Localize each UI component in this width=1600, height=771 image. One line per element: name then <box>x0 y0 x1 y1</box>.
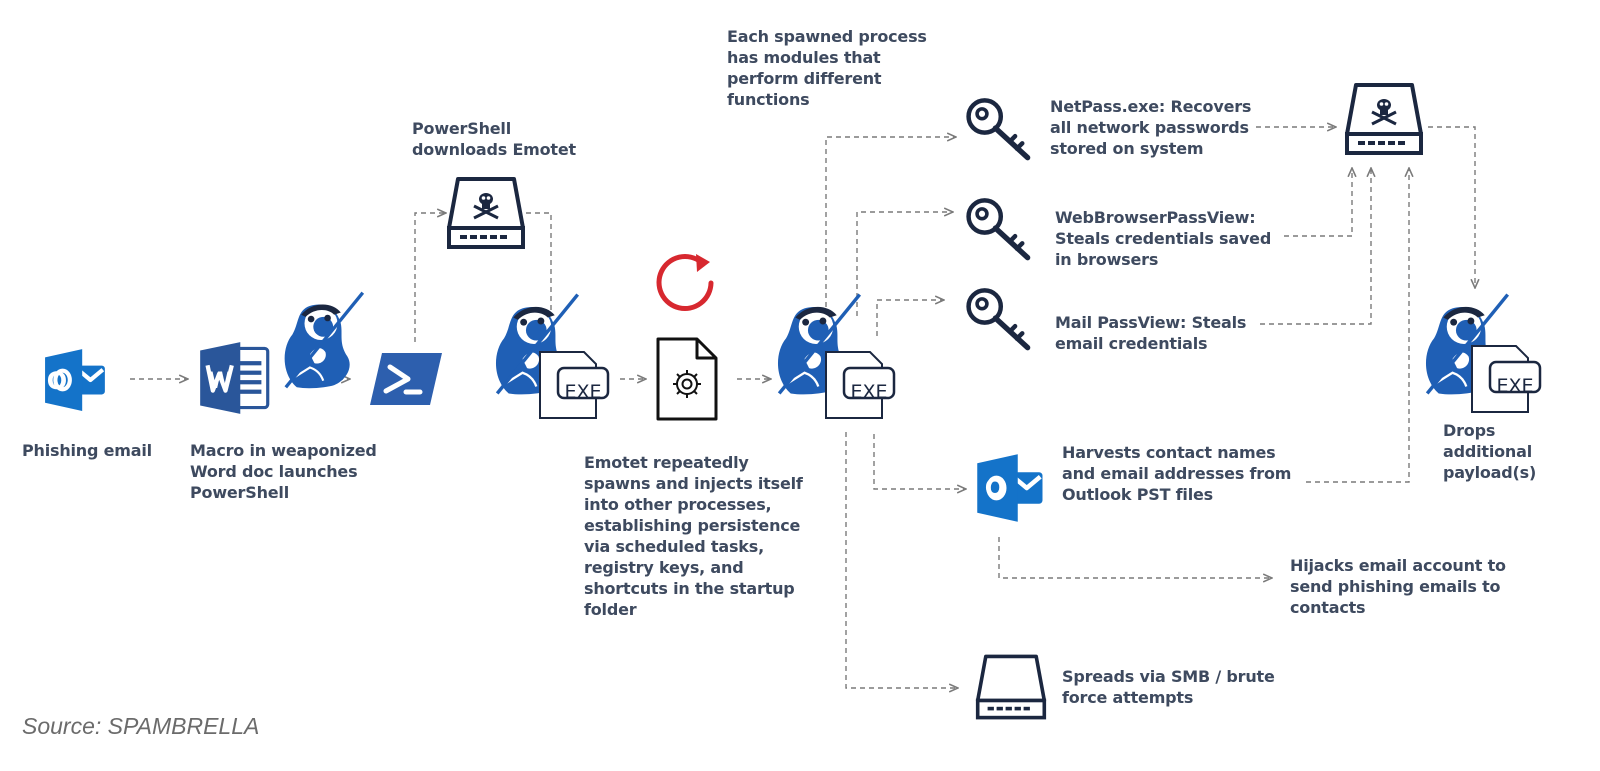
key-icon <box>969 200 1028 257</box>
label-harvests: Harvests contact names and email address… <box>1062 443 1292 504</box>
emotet-mascot-icon <box>282 291 365 390</box>
label-netpass: NetPass.exe: Recovers all network passwo… <box>1050 97 1252 158</box>
label-macro: Macro in weaponized Word doc launches Po… <box>190 441 377 502</box>
outlook-letter: O <box>985 474 1005 502</box>
malicious-server-icon <box>447 177 525 249</box>
label-webbrowserpassview: WebBrowserPassView: Steals credentials s… <box>1055 208 1272 269</box>
connector-harvest-to-server <box>1306 168 1409 483</box>
label-each-spawned: Each spawned process has modules that pe… <box>727 27 927 109</box>
connector-to-webbrowserpassview <box>856 212 953 316</box>
gear-document-icon <box>656 337 718 421</box>
key-icon <box>969 100 1028 157</box>
exe-label: EXE <box>1496 375 1533 397</box>
connector-mail-to-server <box>1260 168 1371 325</box>
word-letter: W <box>208 369 232 394</box>
label-hijacks: Hijacks email account to send phishing e… <box>1290 556 1506 617</box>
outlook-letter: O <box>47 367 67 395</box>
exe-file-icon: EXE <box>824 350 896 420</box>
source-caption: Source: SPAMBRELLA <box>22 713 260 739</box>
exe-file-icon: EXE <box>538 350 610 420</box>
label-mailpassview: Mail PassView: Steals email credentials <box>1055 313 1247 353</box>
drive-icon <box>975 654 1047 720</box>
connector-to-harvest <box>873 434 966 489</box>
connector-to-spreads <box>845 432 958 688</box>
connector-to-netpass <box>825 137 956 316</box>
exe-label: EXE <box>564 381 601 403</box>
connector-server-to-payload <box>1428 126 1475 288</box>
key-icon <box>969 290 1028 347</box>
connector-to-mailpassview <box>876 300 944 336</box>
label-powershell-downloads: PowerShell downloads Emotet <box>412 119 576 159</box>
malicious-server-icon <box>1345 83 1423 155</box>
exe-label: EXE <box>850 381 887 403</box>
powershell-icon <box>370 353 442 405</box>
connector-to-hijack <box>998 537 1272 578</box>
connector-server-to-emotet <box>526 212 552 310</box>
refresh-icon <box>656 254 714 311</box>
label-drops: Drops additional payload(s) <box>1443 421 1537 482</box>
label-phishing-email: Phishing email <box>22 441 152 460</box>
label-spreads: Spreads via SMB / brute force attempts <box>1062 667 1275 707</box>
label-emotet-spawns: Emotet repeatedly spawns and injects its… <box>584 453 803 619</box>
connector-webbrowser-to-server <box>1284 168 1352 237</box>
exe-file-icon: EXE <box>1470 344 1542 414</box>
connector-powershell-to-server <box>414 213 446 342</box>
